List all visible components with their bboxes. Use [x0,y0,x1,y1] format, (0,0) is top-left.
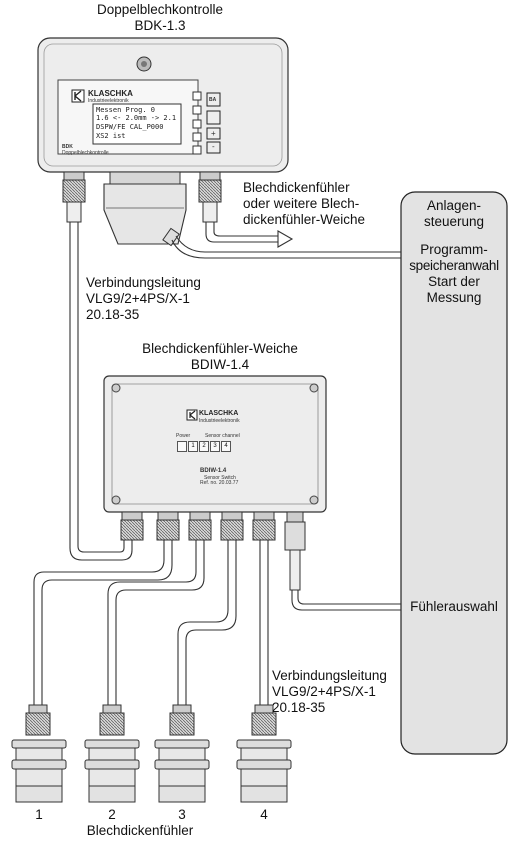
bdiw-channel-1: 1 [188,441,198,452]
bdiw-sensor-channel-label: Sensor channel [205,433,240,439]
plant-control-line-2: steuerung [423,214,485,229]
sensor-3 [154,704,210,803]
bdiw-connectors [120,511,306,591]
sensor-out-line-1: Blechdickenfühler [243,180,350,195]
bdk-model-title: BDK-1.3 [134,18,186,33]
sensor-number-1: 1 [35,807,43,822]
bdiw-power-led [177,441,187,452]
cable-top-line-3: 20.18-35 [86,307,140,322]
bdiw-model-sub-2: Ref. no. 20.03.77 [200,480,239,486]
cable-bdk-bdiw [69,222,133,561]
sensors-caption: Blechdickenfühler [86,823,194,838]
cable-bdiw-plant [291,590,401,611]
bdk-housing [37,37,289,173]
bdiw-title: Blechdickenfühler-Weiche [142,341,298,356]
bdiw-channel-3: 3 [210,441,220,452]
bdk-connector-left [62,171,86,223]
bdk-model-small: BDK [62,144,73,150]
bdk-brand: KLASCHKA [88,89,133,98]
sensor-out-line-3: dickenfühler-Weiche [243,212,366,227]
cable-top-line-1: Verbindungsleitung [86,275,201,290]
sensor-4 [236,704,292,803]
plant-control-sensor-select: Fühlerauswahl [410,599,498,614]
cable-bdk-plant [171,239,401,259]
bdk-display-line-4: XS2 ist [96,132,126,140]
bdiw-model: BDIW-1.4 [200,468,227,474]
bdk-button-minus: - [212,142,215,151]
plant-control-box [400,191,508,755]
sensor-number-3: 3 [178,807,186,822]
bdk-connector-right [198,171,222,223]
bdiw-channel-4: 4 [221,441,231,452]
sensor-number-4: 4 [260,807,268,822]
plant-control-line-5: Start der [428,274,480,289]
sensor-2 [84,704,140,803]
cable-bottom-line-2: VLG9/2+4PS/X-1 [272,684,376,699]
bdk-brand-sub: Industrieelektronik [88,98,129,104]
sensor-1 [11,704,67,803]
arrow-to-sensor-out [205,222,278,243]
bdiw-channel-2: 2 [199,441,209,452]
bdk-title: Doppelblechkontrolle [96,2,224,17]
bdk-display-line-1: Messen Prog. 0 [96,106,156,114]
bdk-model-small-sub: Doppelblechkontrolle [62,150,109,156]
bdk-plant-plug [103,171,187,247]
bdk-display-line-2: 1.6 <- 2.0mm -> 2.1 [96,114,177,122]
sensor-out-line-2: oder weitere Blech- [243,196,360,211]
bdk-button-ba: BA [209,97,217,103]
bdiw-model-sub-1: Sensor Switch [204,475,236,481]
plant-control-line-3: Programm- [420,242,488,257]
bdiw-brand-sub: Industrieelektronik [199,418,240,424]
plant-control-line-6: Messung [426,290,482,305]
bdiw-model-title: BDIW-1.4 [190,357,250,372]
plant-control-line-4: speicheranwahl [409,258,499,273]
bdiw-brand: KLASCHKA [199,410,239,417]
cable-bottom-line-3: 20.18-35 [272,700,326,715]
bdk-button-plus: + [211,129,216,138]
bdiw-power-label: Power [176,433,191,439]
plant-control-line-1: Anlagen- [426,198,482,213]
bdk-display-line-3: DSPW/FE CAL_P000 [96,123,164,131]
cable-top-line-2: VLG9/2+4PS/X-1 [86,291,190,306]
sensor-cables [33,540,269,705]
cable-bottom-line-1: Verbindungsleitung [272,668,387,683]
sensor-number-2: 2 [108,807,116,822]
